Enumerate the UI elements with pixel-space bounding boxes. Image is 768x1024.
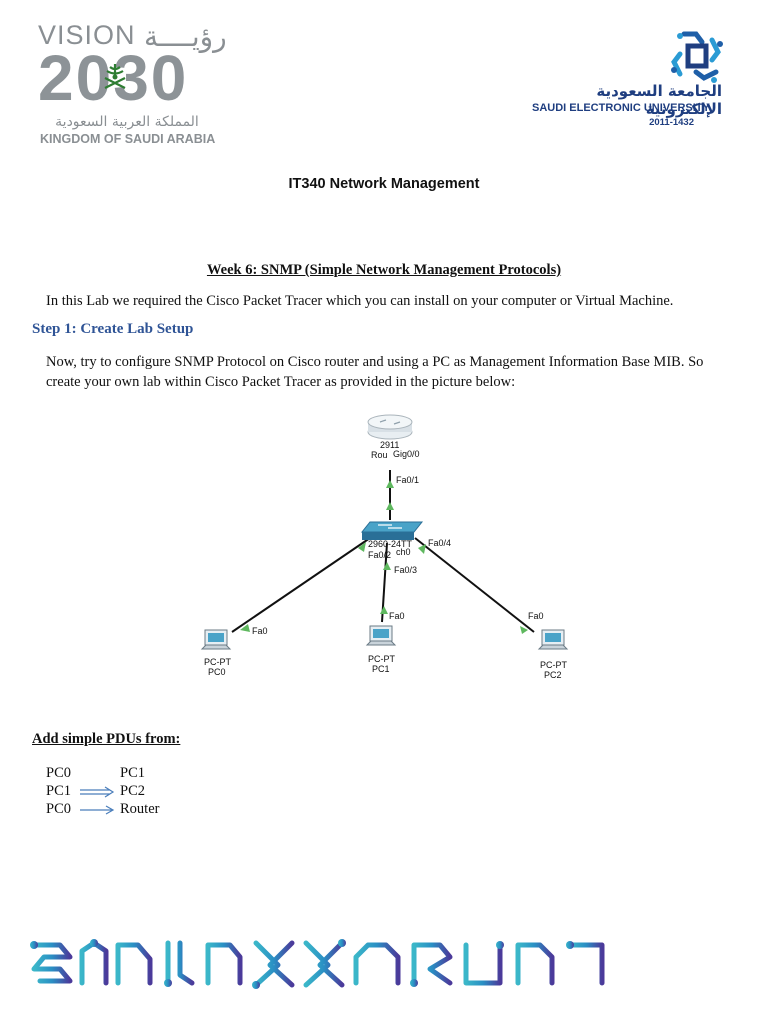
pc0-name-label: PC0 <box>208 667 226 677</box>
vision-english-kingdom: KINGDOM OF SAUDI ARABIA <box>40 132 215 146</box>
saudi-emblem-icon <box>100 62 130 94</box>
router-name-label: Rou <box>371 450 388 460</box>
intro-paragraph: In this Lab we required the Cisco Packet… <box>46 293 673 310</box>
port-marker-switch-up <box>386 502 394 510</box>
vision-2030-logo: VISION رؤيــــة 2030 المملكة العربية الس… <box>38 20 228 132</box>
port-marker-router <box>386 480 394 488</box>
pdu-row: PC0 PC1 <box>46 765 246 783</box>
router-port-label: Gig0/0 <box>393 449 420 459</box>
pdu-to: PC2 <box>120 783 145 800</box>
step1-paragraph: Now, try to configure SNMP Protocol on C… <box>46 352 736 392</box>
link-switch-pc2 <box>415 538 534 632</box>
pc2-type-label: PC-PT <box>540 660 568 670</box>
network-topology-diagram: 2911 Rou Gig0/0 Fa0/1 2960-24TT ch0 Fa0/… <box>180 408 600 698</box>
seu-years: 2011-1432 <box>600 117 694 128</box>
vision-arabic-kingdom: المملكة العربية السعودية <box>42 114 212 130</box>
switch-port-pc0-label: Fa0/2 <box>368 550 391 560</box>
pc1-port-label: Fa0 <box>389 611 405 621</box>
port-marker-switch-pc2 <box>418 544 426 554</box>
pdu-to: Router <box>120 801 159 818</box>
decorative-circuit-footer <box>30 935 610 995</box>
switch-port-pc2-label: Fa0/4 <box>428 538 451 548</box>
switch-port-pc1-label: Fa0/3 <box>394 565 417 575</box>
pc1-icon[interactable] <box>367 626 395 645</box>
pc2-name-label: PC2 <box>544 670 562 680</box>
pc0-type-label: PC-PT <box>204 657 232 667</box>
link-switch-pc0 <box>232 538 370 632</box>
pdu-from: PC1 <box>46 783 71 800</box>
pc1-type-label: PC-PT <box>368 654 396 664</box>
pdu-heading: Add simple PDUs from: <box>32 731 180 748</box>
pdu-to: PC1 <box>120 765 145 782</box>
pdu-from: PC0 <box>46 765 71 782</box>
port-marker-switch-pc1 <box>383 562 391 570</box>
course-title: IT340 Network Management <box>0 176 768 192</box>
pc0-icon[interactable] <box>202 630 230 649</box>
router-icon[interactable] <box>368 415 412 439</box>
switch-name-label: ch0 <box>396 547 411 557</box>
pc2-port-label: Fa0 <box>528 611 544 621</box>
pdu-from: PC0 <box>46 801 71 818</box>
arrow-right-icon <box>80 804 116 816</box>
seu-english-name: SAUDI ELECTRONIC UNIVERSITY <box>532 102 697 114</box>
seu-logo-icon <box>666 26 728 88</box>
port-marker-pc1 <box>380 606 388 614</box>
double-arrow-icon <box>80 786 116 798</box>
pc0-port-label: Fa0 <box>252 626 268 636</box>
switch-uplink-port-label: Fa0/1 <box>396 475 419 485</box>
pdu-row: PC0 Router <box>46 801 246 819</box>
step1-heading: Step 1: Create Lab Setup <box>32 321 193 338</box>
pdu-row: PC1 PC2 <box>46 783 246 801</box>
pc2-icon[interactable] <box>539 630 567 649</box>
switch-icon[interactable] <box>362 522 422 540</box>
week-title: Week 6: SNMP (Simple Network Management … <box>0 262 768 279</box>
pc1-name-label: PC1 <box>372 664 390 674</box>
